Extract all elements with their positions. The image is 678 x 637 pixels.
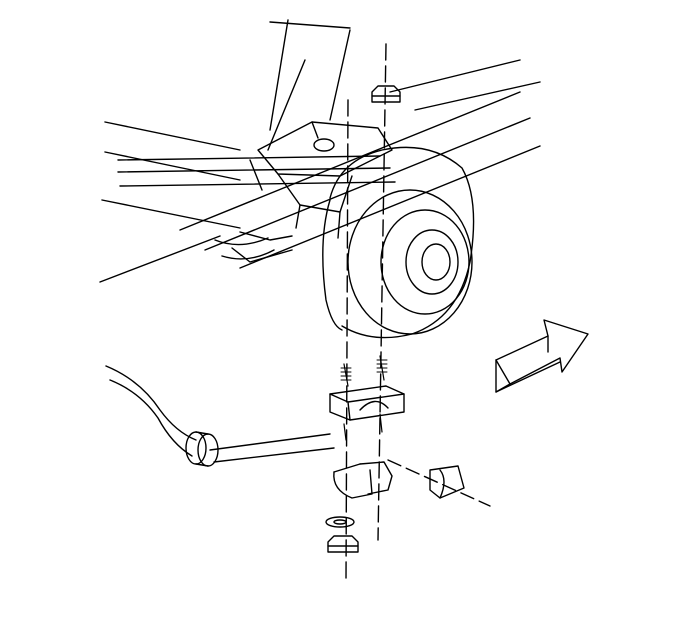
u-bolt-right [376, 43, 388, 541]
front-arrow-icon [495, 319, 589, 393]
nut-top [371, 85, 401, 103]
frame-rails [99, 19, 541, 283]
spring-plate [329, 385, 405, 441]
bushing-bracket [333, 459, 491, 507]
leaf-spring [117, 155, 396, 260]
stabilizer-bar [105, 365, 335, 463]
nut-bottom [327, 535, 359, 553]
stabilizer-bushing [185, 431, 219, 467]
brake-drum [322, 146, 475, 339]
u-bolt-left [340, 99, 352, 581]
axle-housing [231, 121, 393, 263]
washer [325, 516, 355, 528]
